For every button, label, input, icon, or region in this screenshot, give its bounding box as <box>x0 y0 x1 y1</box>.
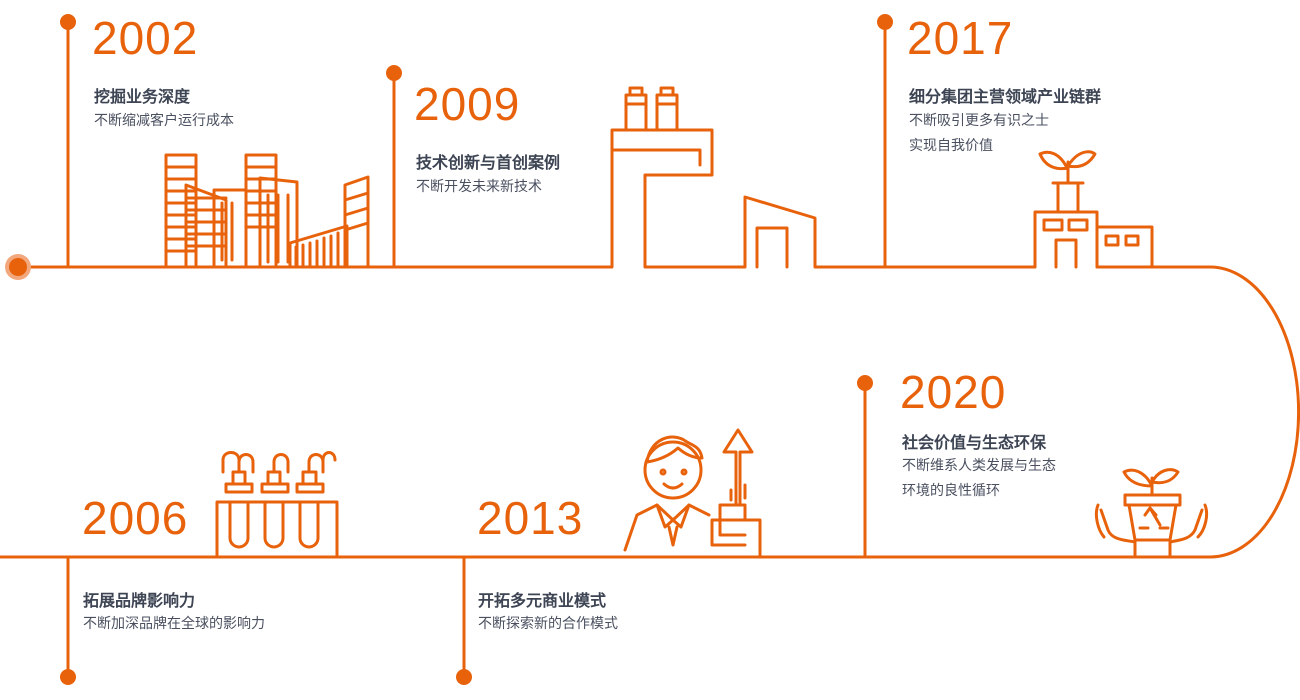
milestone-title: 开拓多元商业模式 <box>478 591 607 610</box>
city-buildings-icon <box>164 153 370 269</box>
milestone-year: 2013 <box>477 492 584 544</box>
dot-2009 <box>386 65 402 81</box>
milestone-desc: 不断探索新的合作模式 <box>478 616 618 632</box>
milestone-title: 拓展品牌影响力 <box>83 591 196 610</box>
milestone-desc: 不断开发未来新技术 <box>416 179 542 195</box>
milestone-year: 2009 <box>414 78 521 130</box>
milestone-desc: 实现自我价值 <box>909 138 993 154</box>
milestone-title: 细分集团主营领域产业链群 <box>909 87 1102 106</box>
dot-2006 <box>60 669 76 685</box>
dot-2013 <box>456 669 472 685</box>
milestone-year: 2006 <box>82 492 189 544</box>
test-tubes-icon <box>215 451 339 559</box>
dot-2017 <box>877 14 893 30</box>
factory-icon <box>610 86 789 269</box>
milestone-desc: 不断缩减客户运行成本 <box>94 113 234 129</box>
dot-2020 <box>857 375 873 391</box>
milestone-title: 社会价值与生态环保 <box>902 433 1047 452</box>
milestone-desc: 环境的良性循环 <box>902 483 1000 499</box>
dot-2002 <box>60 14 76 30</box>
milestone-title: 挖掘业务深度 <box>94 87 191 106</box>
milestone-desc: 不断加深品牌在全球的影响力 <box>83 616 265 632</box>
businessman-growth-icon <box>623 428 762 559</box>
sprout-building-icon <box>1033 150 1154 269</box>
recycle-plant-icon <box>1094 468 1209 559</box>
timeline-path <box>0 128 1300 559</box>
milestone-year: 2020 <box>900 366 1007 418</box>
milestone-title: 技术创新与首创案例 <box>416 153 561 172</box>
milestone-desc: 不断维系人类发展与生态 <box>902 458 1056 474</box>
milestone-desc: 不断吸引更多有识之士 <box>909 113 1049 129</box>
milestone-year: 2002 <box>92 12 199 64</box>
milestone-year: 2017 <box>907 12 1014 64</box>
